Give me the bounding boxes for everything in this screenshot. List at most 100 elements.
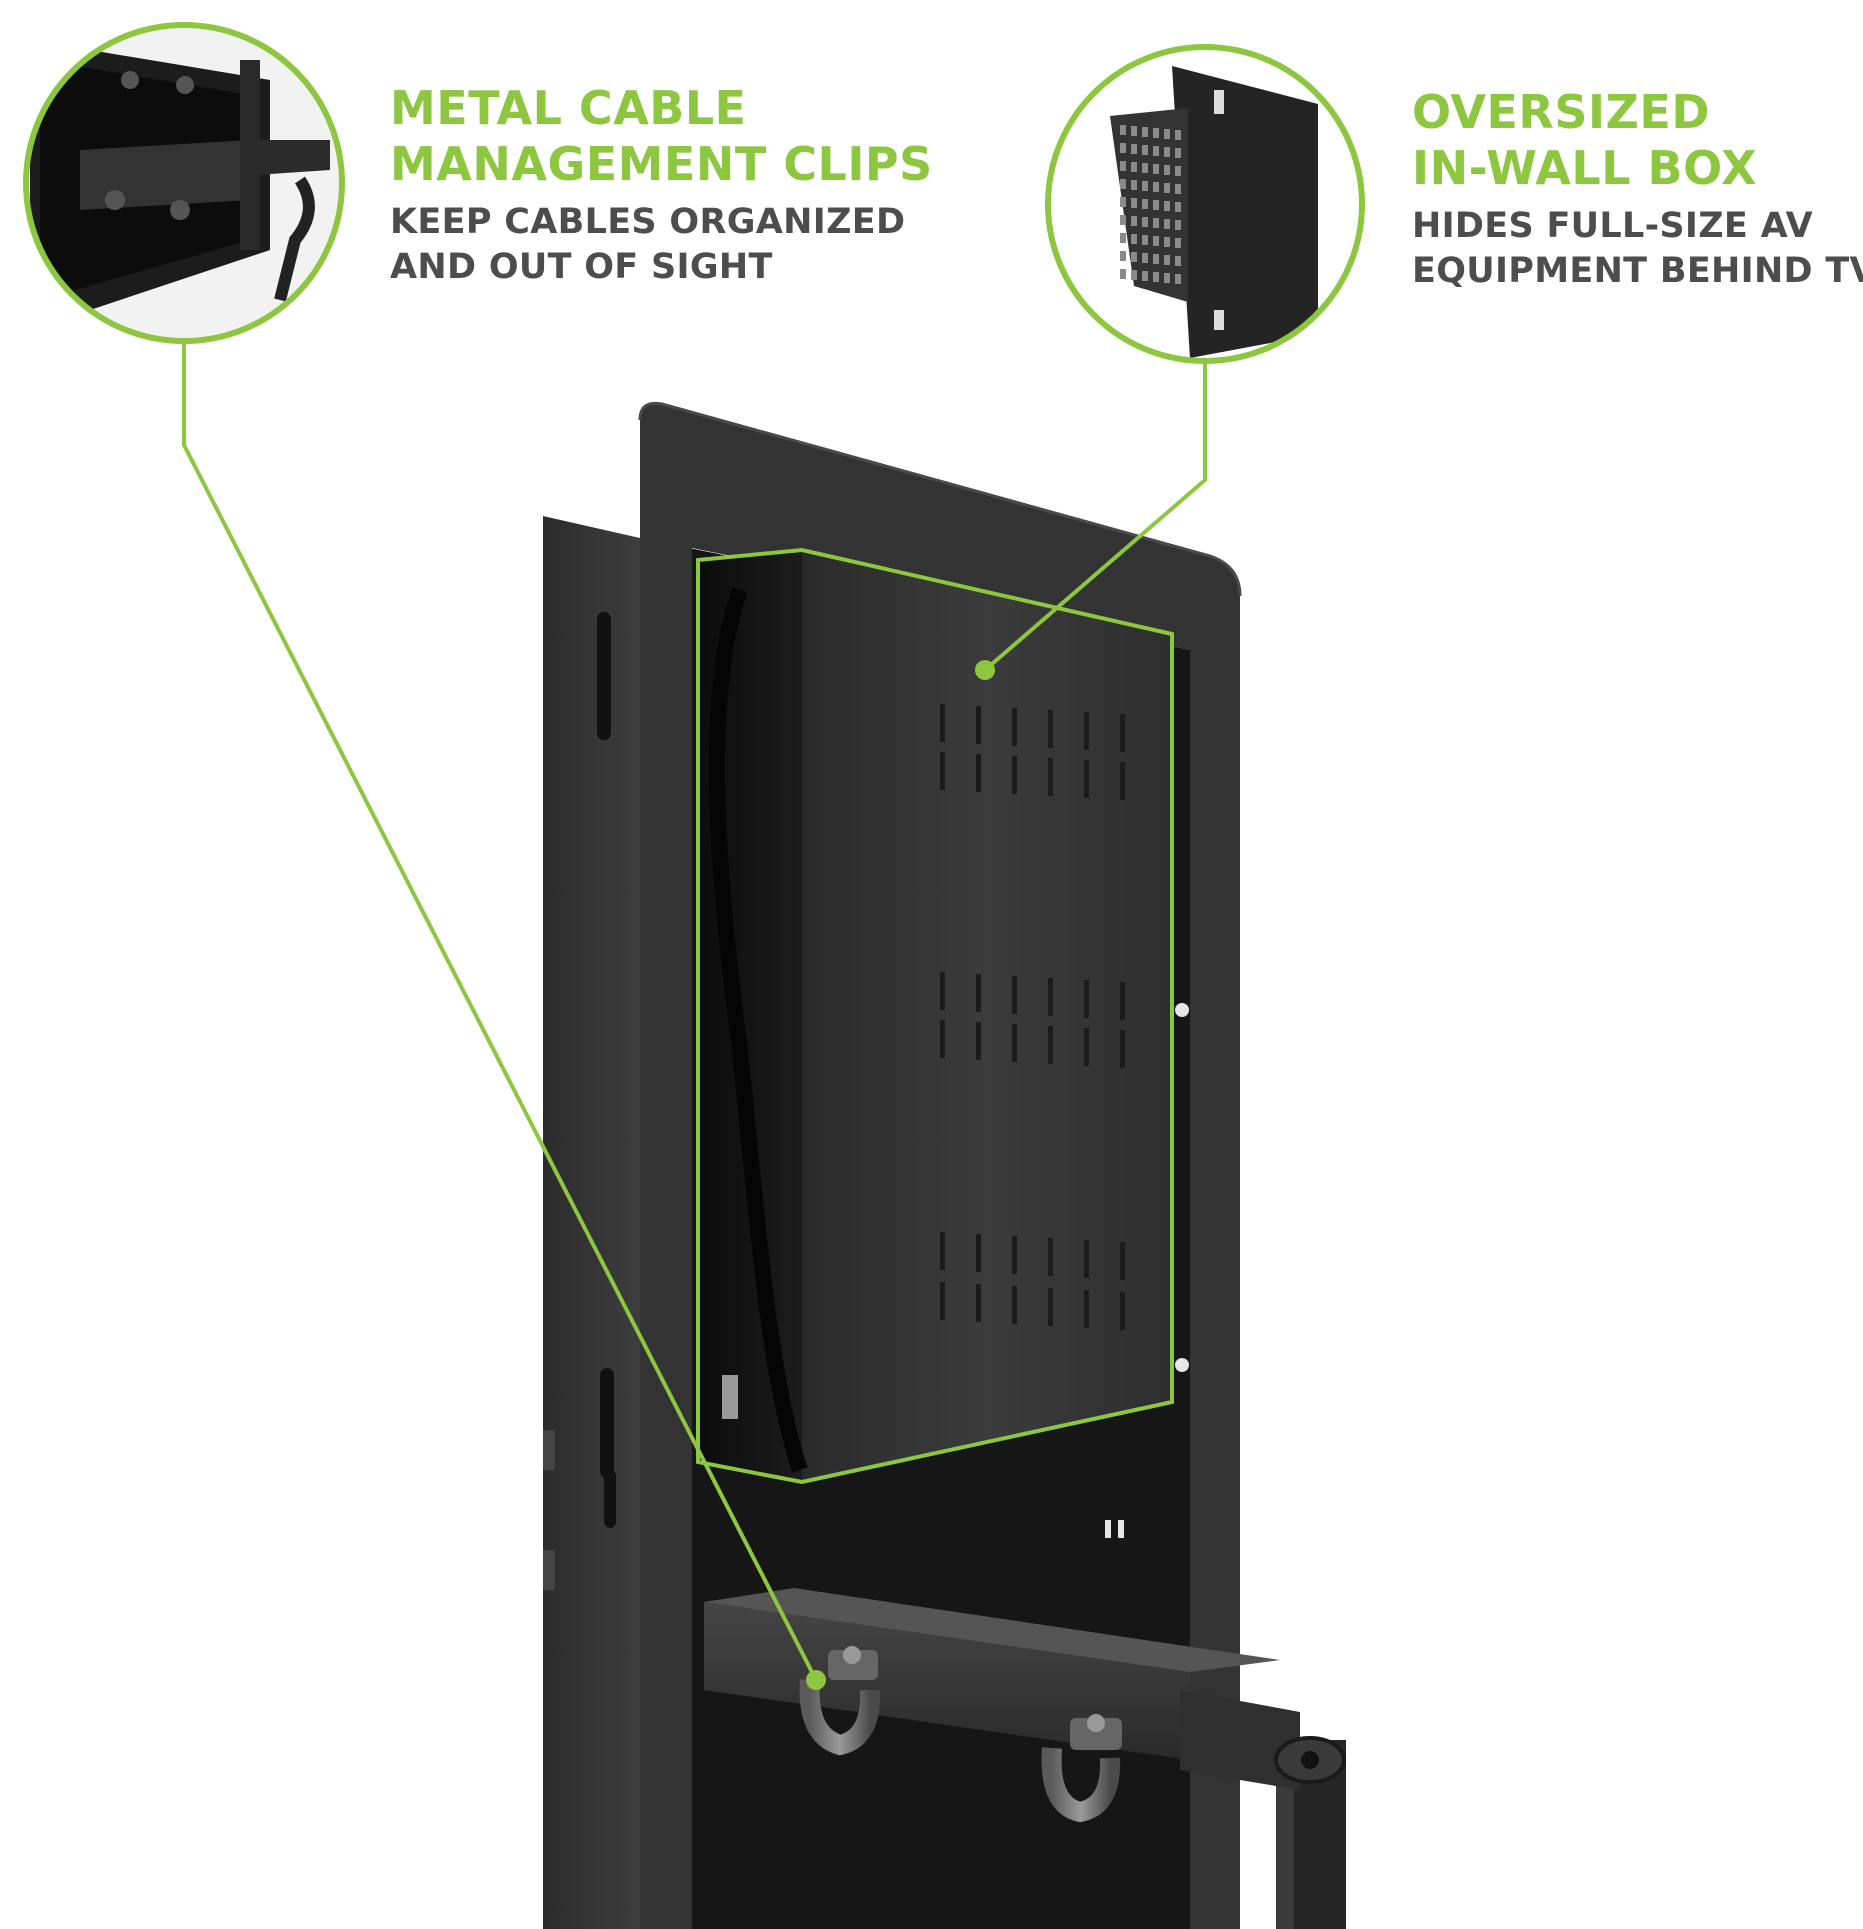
cable-clip (1041, 1714, 1122, 1823)
pegboard-hole (1131, 180, 1137, 190)
pegboard-hole (1120, 197, 1126, 207)
side-tab (543, 1550, 555, 1590)
pegboard-hole (1175, 148, 1181, 158)
callout-description: HIDES FULL-SIZE AV EQUIPMENT BEHIND TV (1412, 204, 1863, 294)
pegboard-hole (1142, 199, 1148, 209)
pegboard-hole (1142, 181, 1148, 191)
pegboard-hole (1142, 271, 1148, 281)
pegboard-hole (1131, 162, 1137, 172)
vent-slot (1012, 976, 1017, 1014)
media-box-outline (696, 547, 1174, 1485)
pegboard-hole (1153, 128, 1159, 138)
desc-line: EQUIPMENT BEHIND TV (1412, 251, 1863, 291)
vent-slot (1012, 1236, 1017, 1274)
leader-dot-left (806, 1670, 826, 1690)
pegboard-hole (1153, 236, 1159, 246)
vent-slot (1120, 982, 1125, 1020)
vent-slot (1084, 980, 1089, 1018)
pegboard-hole (1164, 129, 1170, 139)
pegboard-hole (1153, 164, 1159, 174)
vent-slot (1120, 762, 1125, 800)
callout-cable-clips: METAL CABLE MANAGEMENT CLIPS KEEP CABLES… (390, 80, 950, 290)
pegboard-hole (1120, 269, 1126, 279)
vent-slot (1120, 1030, 1125, 1068)
pegboard-hole (1120, 251, 1126, 261)
media-box-insert (696, 547, 1174, 1485)
pegboard-hole (1131, 252, 1137, 262)
desc-line: AND OUT OF SIGHT (390, 247, 773, 287)
pegboard-hole (1164, 165, 1170, 175)
desc-line: HIDES FULL-SIZE AV (1412, 206, 1814, 246)
cable-clip (799, 1646, 881, 1756)
pegboard-hole (1164, 201, 1170, 211)
vent-slot (1120, 1292, 1125, 1330)
pegboard-hole (1175, 184, 1181, 194)
vent-slot (1084, 1028, 1089, 1066)
pegboard-hole (1175, 130, 1181, 140)
pegboard-hole (1142, 127, 1148, 137)
pegboard-hole (1164, 273, 1170, 283)
title-line: MANAGEMENT CLIPS (390, 137, 933, 191)
vent-slot (976, 974, 981, 1012)
vent-slot (1048, 758, 1053, 796)
pegboard-hole (1153, 272, 1159, 282)
side-slot (600, 1368, 614, 1478)
vent-slot (1084, 712, 1089, 750)
pegboard-hole (1131, 216, 1137, 226)
vent-slot (976, 1022, 981, 1060)
pegboard-hole (1175, 166, 1181, 176)
leader-line-right (983, 361, 1207, 672)
pegboard-hole (1142, 253, 1148, 263)
pegboard-hole (1153, 146, 1159, 156)
pegboard-hole (1164, 183, 1170, 193)
side-slot (604, 1470, 616, 1528)
pegboard-hole (1142, 235, 1148, 245)
pegboard-hole (1153, 218, 1159, 228)
pegboard-hole (1175, 202, 1181, 212)
box-flange (640, 403, 1240, 1929)
box-left-wall (543, 516, 640, 1929)
pegboard-hole (1175, 238, 1181, 248)
pegboard-hole (1153, 182, 1159, 192)
vent-slot (1048, 710, 1053, 748)
pegboard-hole (1153, 200, 1159, 210)
pegboard-hole (1131, 126, 1137, 136)
pegboard-hole (1175, 256, 1181, 266)
vent-slot (1012, 1024, 1017, 1062)
callout-title: OVERSIZED IN-WALL BOX (1412, 84, 1857, 196)
vent-slot (1012, 708, 1017, 746)
vent-slot (1012, 1286, 1017, 1324)
leader-dot-right (975, 660, 995, 680)
vent-slot (940, 704, 945, 742)
pegboard-hole (1120, 143, 1126, 153)
vent-slot (940, 1232, 945, 1270)
vent-slot (940, 972, 945, 1010)
vent-slot (1048, 1288, 1053, 1326)
vent-slot (976, 706, 981, 744)
pegboard-hole (1131, 270, 1137, 280)
desc-line: KEEP CABLES ORGANIZED (390, 202, 906, 242)
cable-bar (704, 1588, 1346, 1929)
pegboard-hole (1175, 274, 1181, 284)
title-line: IN-WALL BOX (1412, 141, 1758, 195)
pegboard-hole (1164, 255, 1170, 265)
pegboard-hole (1120, 161, 1126, 171)
callout-title: METAL CABLE MANAGEMENT CLIPS (390, 80, 950, 192)
pegboard-hole (1164, 237, 1170, 247)
vent-slot (1084, 1290, 1089, 1328)
vent-slot (1084, 1240, 1089, 1278)
callout-description: KEEP CABLES ORGANIZED AND OUT OF SIGHT (390, 200, 950, 290)
title-line: METAL CABLE (390, 81, 747, 135)
side-slot (597, 612, 611, 740)
vent-slot (1012, 756, 1017, 794)
vent-slots (940, 704, 1125, 1330)
pegboard-hole (1164, 147, 1170, 157)
pegboard-hole (1131, 234, 1137, 244)
vent-slot (940, 1020, 945, 1058)
pegboard-hole (1131, 198, 1137, 208)
pegboard-hole (1142, 217, 1148, 227)
vent-slot (1048, 1238, 1053, 1276)
cable-clip-closeup-icon (23, 22, 345, 344)
vent-slot (940, 752, 945, 790)
